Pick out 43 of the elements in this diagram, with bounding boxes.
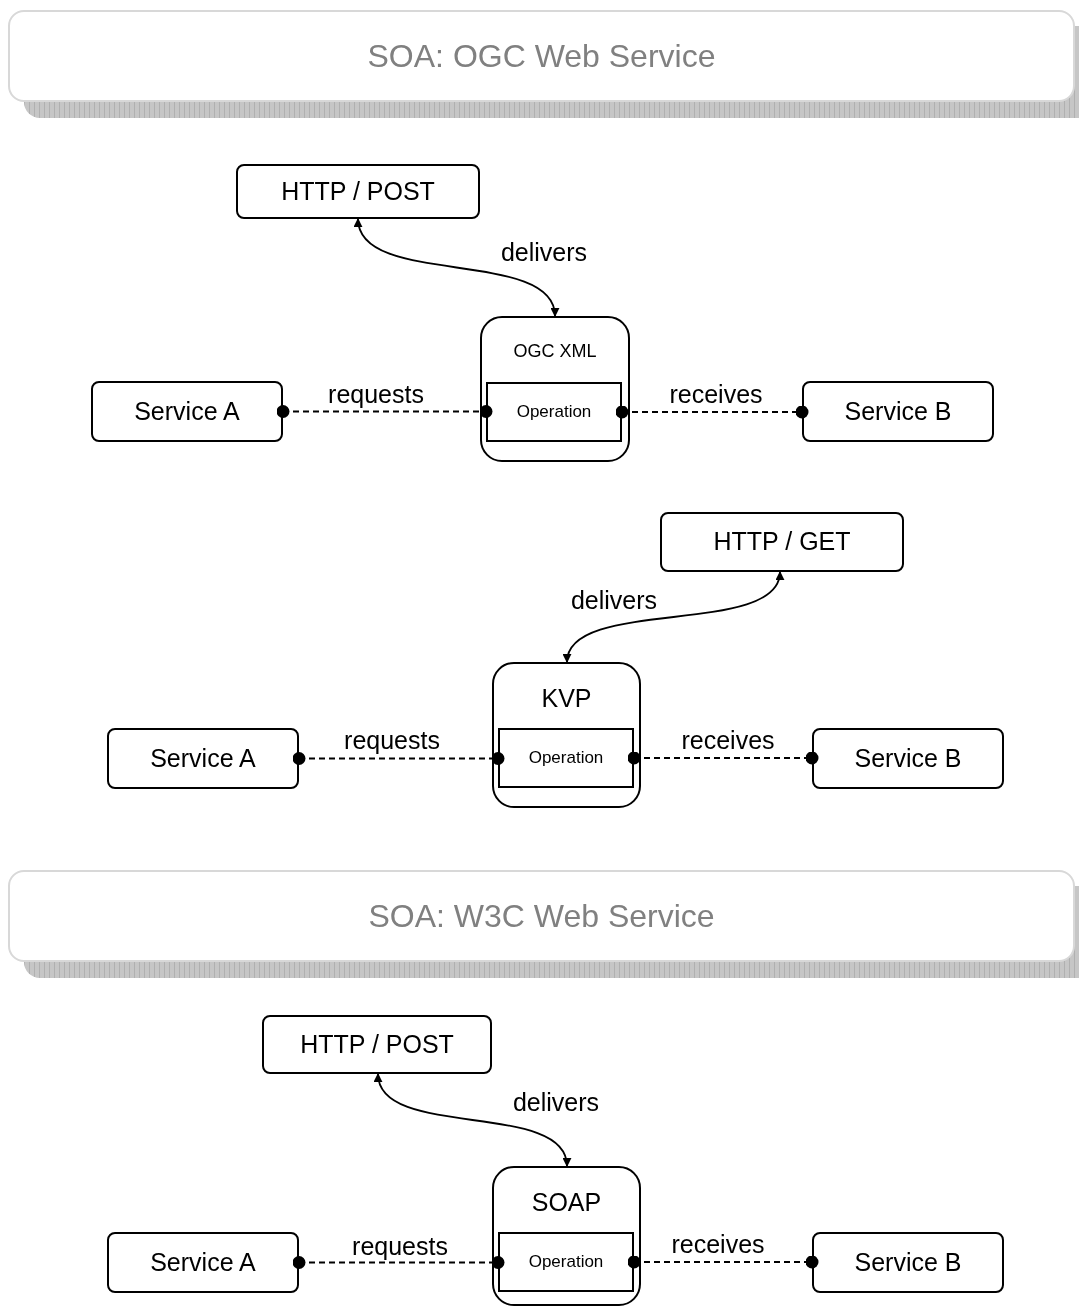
node-label: HTTP / POST [281,175,435,207]
section-header-panel [8,870,1075,962]
service-box [91,381,283,442]
node-label: Operation [528,1251,604,1274]
section-header-panel [8,10,1075,102]
curved-arrow [355,218,558,317]
dashed-connector [276,405,493,418]
node-label: KVP [541,683,592,714]
dashed-connector [627,1255,819,1269]
service-box [107,1232,299,1293]
node-label: Operation [528,747,604,770]
dashed-connector [292,752,505,765]
encoding-container [480,316,630,462]
node-label: Service A [150,1246,256,1278]
node-label: OGC XML [513,340,597,363]
node-label: HTTP / POST [300,1028,454,1060]
node-label: HTTP / GET [713,526,851,558]
encoding-container [492,662,641,808]
node-label: Service A [150,742,256,774]
service-box [812,1232,1004,1293]
dashed-connector [615,405,809,419]
encoding-container [492,1166,641,1306]
curved-arrow [565,571,782,663]
node-label: Operation [516,401,592,424]
operation-box [486,382,622,442]
node-label: Service A [134,395,240,427]
operation-box [498,728,634,788]
node-label: Service B [854,742,962,774]
curved-arrow [375,1073,570,1167]
dashed-connector [627,751,819,765]
operation-box [498,1232,634,1292]
node-label: SOAP [531,1187,602,1218]
service-box [802,381,994,442]
service-box [262,1015,492,1074]
service-box [660,512,904,572]
node-label: Service B [844,395,952,427]
service-box [107,728,299,789]
node-label: SOA: W3C Web Service [368,897,715,936]
service-box [812,728,1004,789]
node-label: SOA: OGC Web Service [367,37,716,76]
node-label: Service B [854,1246,962,1278]
dashed-connector [292,1256,505,1269]
service-box [236,164,480,219]
